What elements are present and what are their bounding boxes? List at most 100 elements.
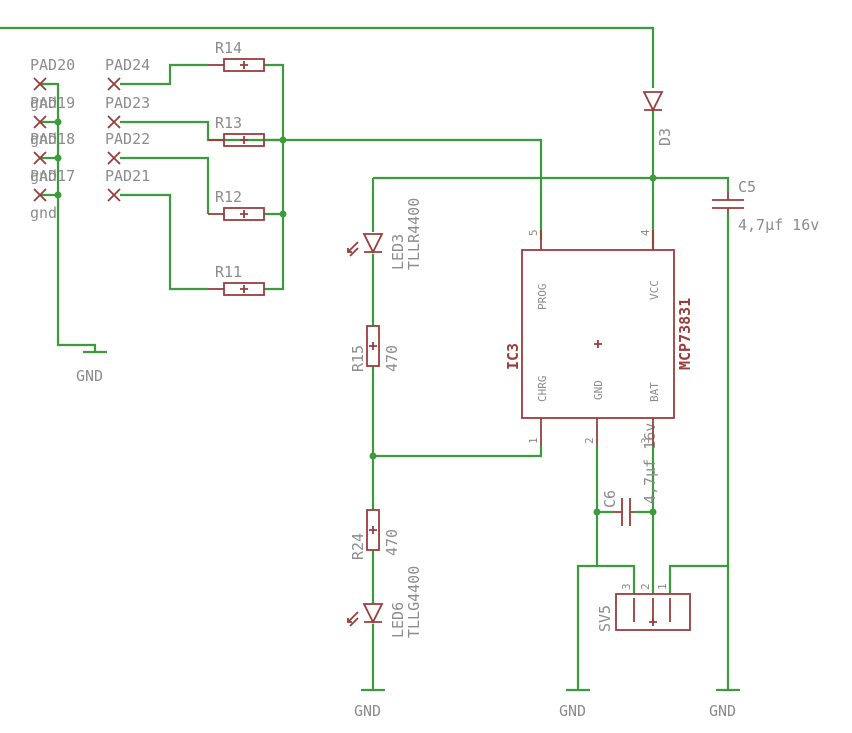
wire-pad21 [120,193,208,291]
resistor-label: R14 [215,39,242,57]
ground-label: GND [709,702,736,720]
pad-label: PAD21 [105,167,150,185]
resistor-label: R11 [215,263,242,281]
wire-resistor-bus [264,63,285,291]
pad-22: PAD22 [105,130,150,165]
resistor-r15: R15 470 [349,325,401,372]
wire-c5-to-sv5 [668,214,730,594]
resistor-label: R24 [349,533,367,560]
pad-x-icon [33,77,47,91]
junction-dot [593,508,601,516]
pad-23: PAD23 [105,94,150,129]
pad-24: PAD24 [105,56,150,91]
resistor-r13: R13 [208,114,265,147]
pad-label: PAD22 [105,130,150,148]
diode-triangle [642,91,664,113]
capacitor-c6: C6 4,7µf 16v [601,423,659,526]
wire-prog-net [283,138,543,240]
capacitor-label: C6 [601,490,619,508]
pads: PAD20 gnd PAD19 gnd PAD18 gnd PAD17 gnd … [30,56,150,222]
resistor-body [366,509,380,551]
wire-pad22 [120,156,210,214]
led-part: TLLG4400 [405,566,423,638]
pad-label: PAD17 [30,167,75,185]
pad-label: PAD19 [30,94,75,112]
resistor-value: 470 [383,529,401,556]
pad-17: gnd PAD17 gnd [30,167,75,222]
ic-part-number: MCP73831 [676,298,694,370]
resistor-center-mark [240,136,248,144]
pin-name: VCC [648,280,661,300]
capacitor-plate [712,199,744,209]
resistor-center-mark [240,285,248,293]
resistor-value: 470 [383,345,401,372]
pad-overlap-label: gnd [30,130,57,148]
led-led6: LED6 TLLG4400 [347,566,423,638]
pin-number: 2 [583,437,596,444]
pad-overlap-label: gnd [30,94,57,112]
diode-label: D3 [656,128,674,146]
resistor-r12: R12 [208,188,265,221]
pin-number: 1 [527,437,540,444]
resistor-body [366,325,380,367]
capacitor-value: 4,7µf 16v [641,423,659,504]
capacitor-c5: C5 4,7µf 16v [712,178,819,234]
pad-label: PAD23 [105,94,150,112]
pad-x-icon [107,188,121,202]
pin-name: PROG [536,284,549,311]
wire-ic-gnd-net [595,446,614,514]
led-label: LED6 [389,602,407,638]
junction-dot [279,210,287,218]
ground-4: GND [709,688,740,720]
ground-label: GND [354,702,381,720]
diode-d3: D3 [642,91,674,146]
junction-dot [649,508,657,516]
wire-ic-gnd-to-sv5-pin3 [597,564,636,594]
ground-1: GND [76,350,107,385]
wire-top-rail [0,26,655,88]
pad-20: PAD20 [30,56,75,91]
resistor-center-mark [369,342,377,350]
connector-pin-number: 2 [639,583,652,590]
pin-name: CHRG [536,376,549,403]
resistor-label: R13 [215,114,242,132]
pad-label: PAD24 [105,56,150,74]
pad-label: PAD18 [30,130,75,148]
led-led3: LED3 TLLR4400 [347,198,423,270]
resistor-r24: R24 470 [349,509,401,560]
junction-dot [369,452,377,460]
connector-body [615,593,691,631]
pad-18: gnd PAD18 [30,130,75,165]
pin-name: BAT [648,382,661,402]
junction-dot [279,136,287,144]
ground-label: GND [76,367,103,385]
junction-dot [54,154,62,162]
junction-dot [54,118,62,126]
resistor-center-mark [240,61,248,69]
pad-x-icon [33,188,47,202]
resistor-label: R12 [215,188,242,206]
wire-ic-gnd-to-sv5 [576,512,599,690]
ic-mcp73831: 5 4 1 2 3 PROG VCC CHRG GND BAT IC3 MCP7… [504,229,694,446]
junction-dot [649,174,657,182]
resistor-r14: R14 [208,39,265,72]
resistor-label: R15 [349,345,367,372]
pad-x-icon [107,115,121,129]
pad-label: PAD20 [30,56,75,74]
pad-x-icon [33,115,47,129]
wire-vcc-rail [373,176,730,192]
wire-pad24 [120,63,208,86]
junction-dot [54,191,62,199]
connector-center-mark [649,618,657,626]
pad-x-icon [33,151,47,165]
pin-number: 3 [639,437,652,444]
ic-center-mark [594,340,602,348]
wire-r15-to-chrg [371,366,543,458]
pad-21: PAD21 [105,167,150,202]
connector-sv5: 3 2 1 SV5 [596,583,691,632]
resistor-r11: R11 [208,263,265,296]
capacitor-value: 4,7µf 16v [738,216,819,234]
led-emission-icon [347,241,359,257]
capacitor-plate [621,498,631,526]
